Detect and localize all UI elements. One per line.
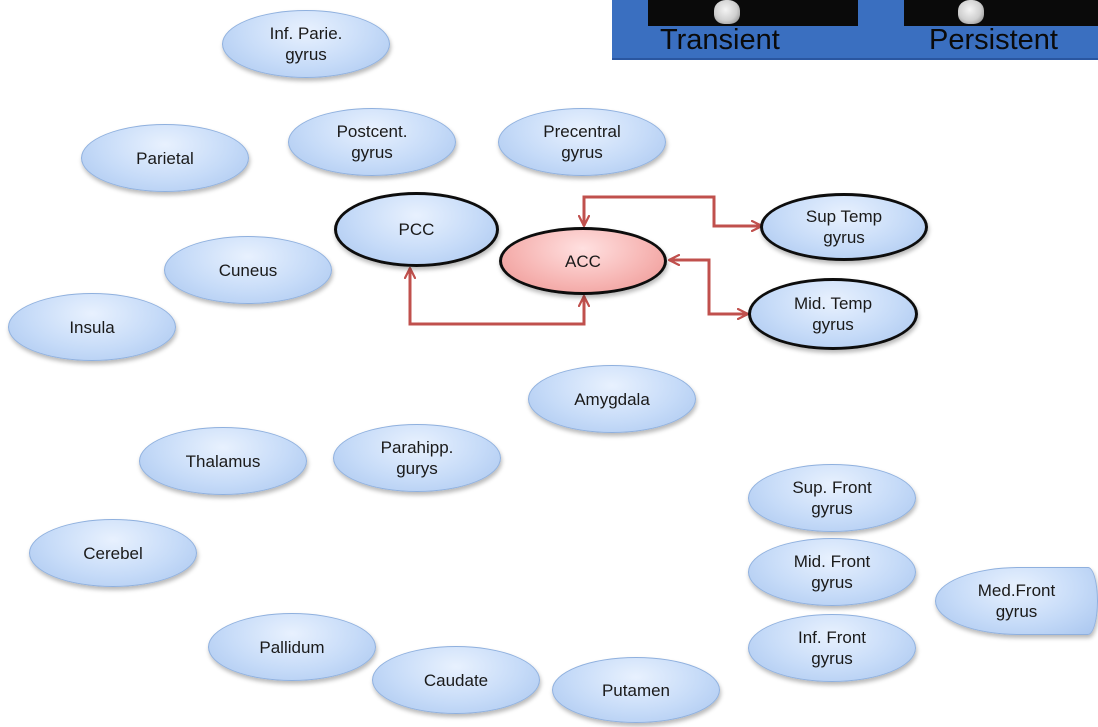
node-cerebel: Cerebel [29,519,197,587]
node-parahipp: Parahipp. gurys [333,424,501,492]
node-postcent: Postcent. gyrus [288,108,456,176]
node-pallidum: Pallidum [208,613,376,681]
node-precentral: Precentral gyrus [498,108,666,176]
node-mid-temp: Mid. Temp gyrus [748,278,918,350]
node-thalamus: Thalamus [139,427,307,495]
node-inf-parie: Inf. Parie. gyrus [222,10,390,78]
persistent-image-thumbnail [904,0,1098,26]
connector-acc-sup-temp [584,195,762,226]
node-cuneus: Cuneus [164,236,332,304]
node-insula: Insula [8,293,176,361]
connector-pcc-acc [410,268,584,326]
node-med-front: Med.Front gyrus [935,567,1098,635]
transient-image-thumbnail [648,0,858,26]
node-parietal: Parietal [81,124,249,192]
node-pcc: PCC [334,192,499,267]
persistent-label: Persistent [929,24,1058,56]
node-sup-temp: Sup Temp gyrus [760,193,928,261]
node-inf-front: Inf. Front gyrus [748,614,916,682]
node-mid-front: Mid. Front gyrus [748,538,916,606]
image-panel: Transient Persistent [612,0,1098,60]
node-caudate: Caudate [372,646,540,714]
transient-label: Transient [660,24,780,56]
node-acc: ACC [499,227,667,295]
node-sup-front: Sup. Front gyrus [748,464,916,532]
node-amygdala: Amygdala [528,365,696,433]
connector-acc-mid-temp [669,260,748,314]
node-putamen: Putamen [552,657,720,723]
